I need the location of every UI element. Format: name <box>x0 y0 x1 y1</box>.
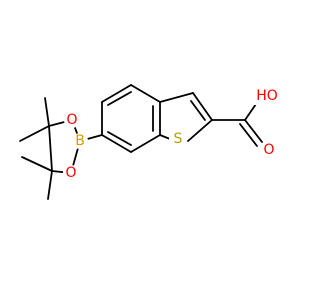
bond-c4-c5 <box>101 84 132 103</box>
bond-c3a-c4 <box>130 84 161 103</box>
bond-methyl-2 <box>44 97 50 127</box>
bond-c6-c7 <box>101 134 132 153</box>
carbonyl-oxygen-label: O <box>263 142 274 158</box>
bonds <box>19 84 263 200</box>
bond-methyl-3 <box>21 156 53 172</box>
bond-c3-c2-inner <box>190 100 206 121</box>
ring-oxygen-bottom-label: O <box>65 165 76 181</box>
boron-atom-label: B <box>75 133 85 149</box>
chemical-structure-diagram: S B O O O HO <box>19 84 280 200</box>
bond-methyl-4 <box>47 170 53 200</box>
bond-s-c7a <box>159 134 171 140</box>
hydroxyl-label: HO <box>256 88 278 104</box>
bond-c2-s <box>187 119 213 142</box>
bond-c3-c2 <box>192 92 213 121</box>
bond-c4-c5-inner <box>107 91 132 106</box>
ring-oxygen-top-label: O <box>66 112 77 128</box>
bond-ccooh-oh <box>244 103 257 121</box>
bond-c7-c7a <box>130 134 161 153</box>
bond-c6-c7-inner <box>107 131 132 146</box>
bond-ccooh-o-1 <box>244 119 263 143</box>
sulfur-atom-label: S <box>174 131 183 147</box>
atom-labels: S B O O O HO <box>63 87 280 181</box>
bond-c-c-ring <box>48 125 53 172</box>
bond-ccooh-o-2 <box>239 123 258 147</box>
bond-c3a-c3 <box>159 92 194 103</box>
bond-methyl-1 <box>19 125 50 142</box>
